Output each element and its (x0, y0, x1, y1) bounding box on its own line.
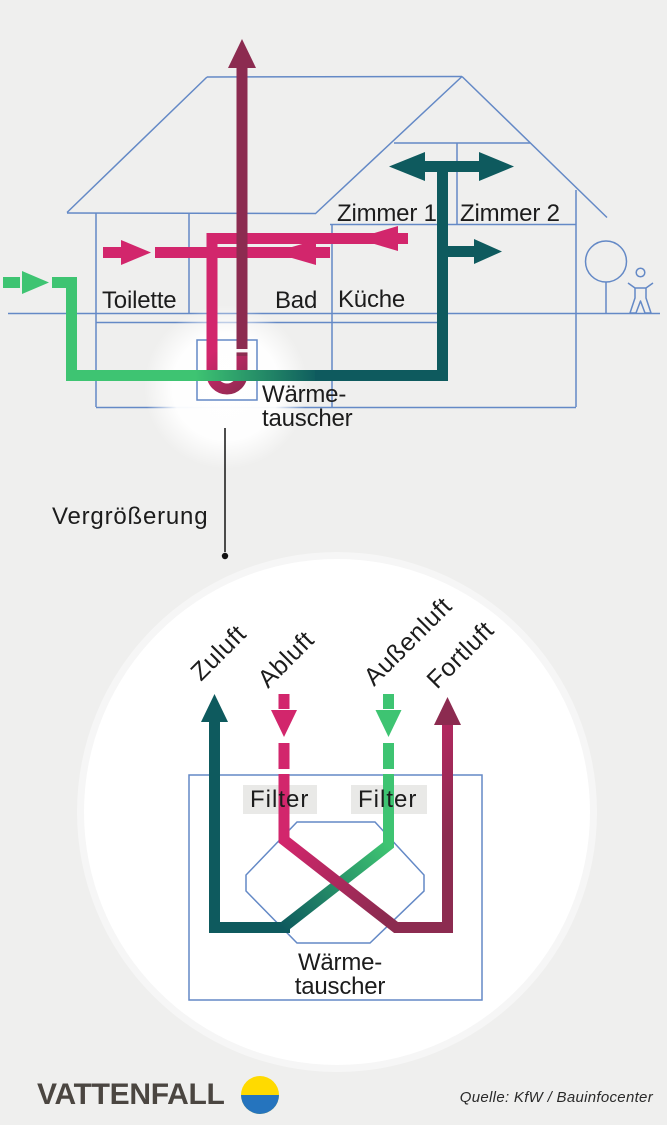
detail-heat-exchanger-label-line1: Wärme- (298, 949, 382, 976)
footer: VATTENFALL Quelle: KfW / Bauinfocenter (37, 1076, 654, 1114)
filter-label-left: Filter (250, 786, 309, 813)
room-label-bad: Bad (275, 287, 317, 314)
duct-highlight-tick (236, 349, 248, 353)
magnifier-label: Vergrößerung (52, 503, 208, 530)
vattenfall-logo-icon (241, 1076, 279, 1114)
roof-ridge-line (206, 75, 463, 78)
fortluft-roof-arrow-icon (228, 39, 256, 68)
detail-fortluft-arrow-icon (434, 697, 461, 725)
gable-right-slope (461, 75, 608, 219)
source-credit: Quelle: KfW / Bauinfocenter (460, 1089, 654, 1106)
kueche-supply-arrow (448, 239, 502, 264)
fortluft-duct (228, 39, 256, 356)
house-heat-exchanger-label-line2: tauscher (262, 405, 353, 432)
gable-left-slope (314, 75, 463, 215)
detail-abluft-arrow-icon (271, 710, 297, 737)
detail-heat-exchanger-label-line2: tauscher (295, 973, 386, 1000)
zimmer-supply-double-arrow (389, 152, 514, 181)
detail-aussenluft-dashes (375, 694, 402, 769)
abluft-duct-vertical (206, 233, 218, 360)
tree-icon (584, 240, 628, 313)
callout-dot (221, 552, 229, 560)
room-label-kueche: Küche (338, 286, 405, 313)
abluft-duct-upper (206, 233, 408, 244)
zimmer1-supply-arrow-icon (389, 152, 425, 181)
bad-extract-arrow-icon (273, 240, 316, 265)
toilette-extract-arrow-icon (121, 240, 151, 265)
detail-abluft-dashes (271, 694, 297, 769)
detail-aussenluft-to-zuluft-path (279, 774, 394, 932)
filter-label-right: Filter (358, 786, 417, 813)
magnifier-callout: Vergrößerung (52, 428, 229, 560)
aussenluft-arrow-icon (22, 271, 49, 294)
zimmer2-supply-arrow-icon (479, 152, 514, 181)
roof-left-slope (66, 76, 208, 214)
detail-aussenluft-arrow-icon (375, 710, 402, 737)
detail-unit-box (188, 774, 483, 1001)
house-heat-exchanger-label-line1: Wärme- (262, 381, 346, 408)
aussenluft-arrow-tail (3, 277, 20, 288)
room-labels: Toilette Bad Küche Zimmer 1 Zimmer 2 Wär… (102, 200, 560, 432)
room-label-toilette: Toilette (102, 287, 176, 314)
aussenluft-duct (52, 277, 200, 381)
room-label-zimmer2: Zimmer 2 (460, 200, 560, 227)
eaves-line (66, 212, 316, 215)
zuluft-riser-duct (315, 162, 448, 381)
detail-abluft-to-fortluft-path (278, 720, 453, 933)
detail-zuluft-duct (209, 716, 290, 933)
kueche-supply-arrow-icon (474, 239, 502, 264)
kueche-extract-arrow-icon (356, 226, 398, 251)
person-icon (627, 267, 654, 314)
detail-zuluft-arrow-icon (201, 694, 228, 722)
aussenluft-entry (3, 271, 200, 381)
detail-circle (84, 559, 590, 1065)
toilette-extract-tail (103, 247, 121, 258)
room-label-zimmer1: Zimmer 1 (337, 200, 437, 227)
vattenfall-wordmark: VATTENFALL (37, 1078, 225, 1111)
